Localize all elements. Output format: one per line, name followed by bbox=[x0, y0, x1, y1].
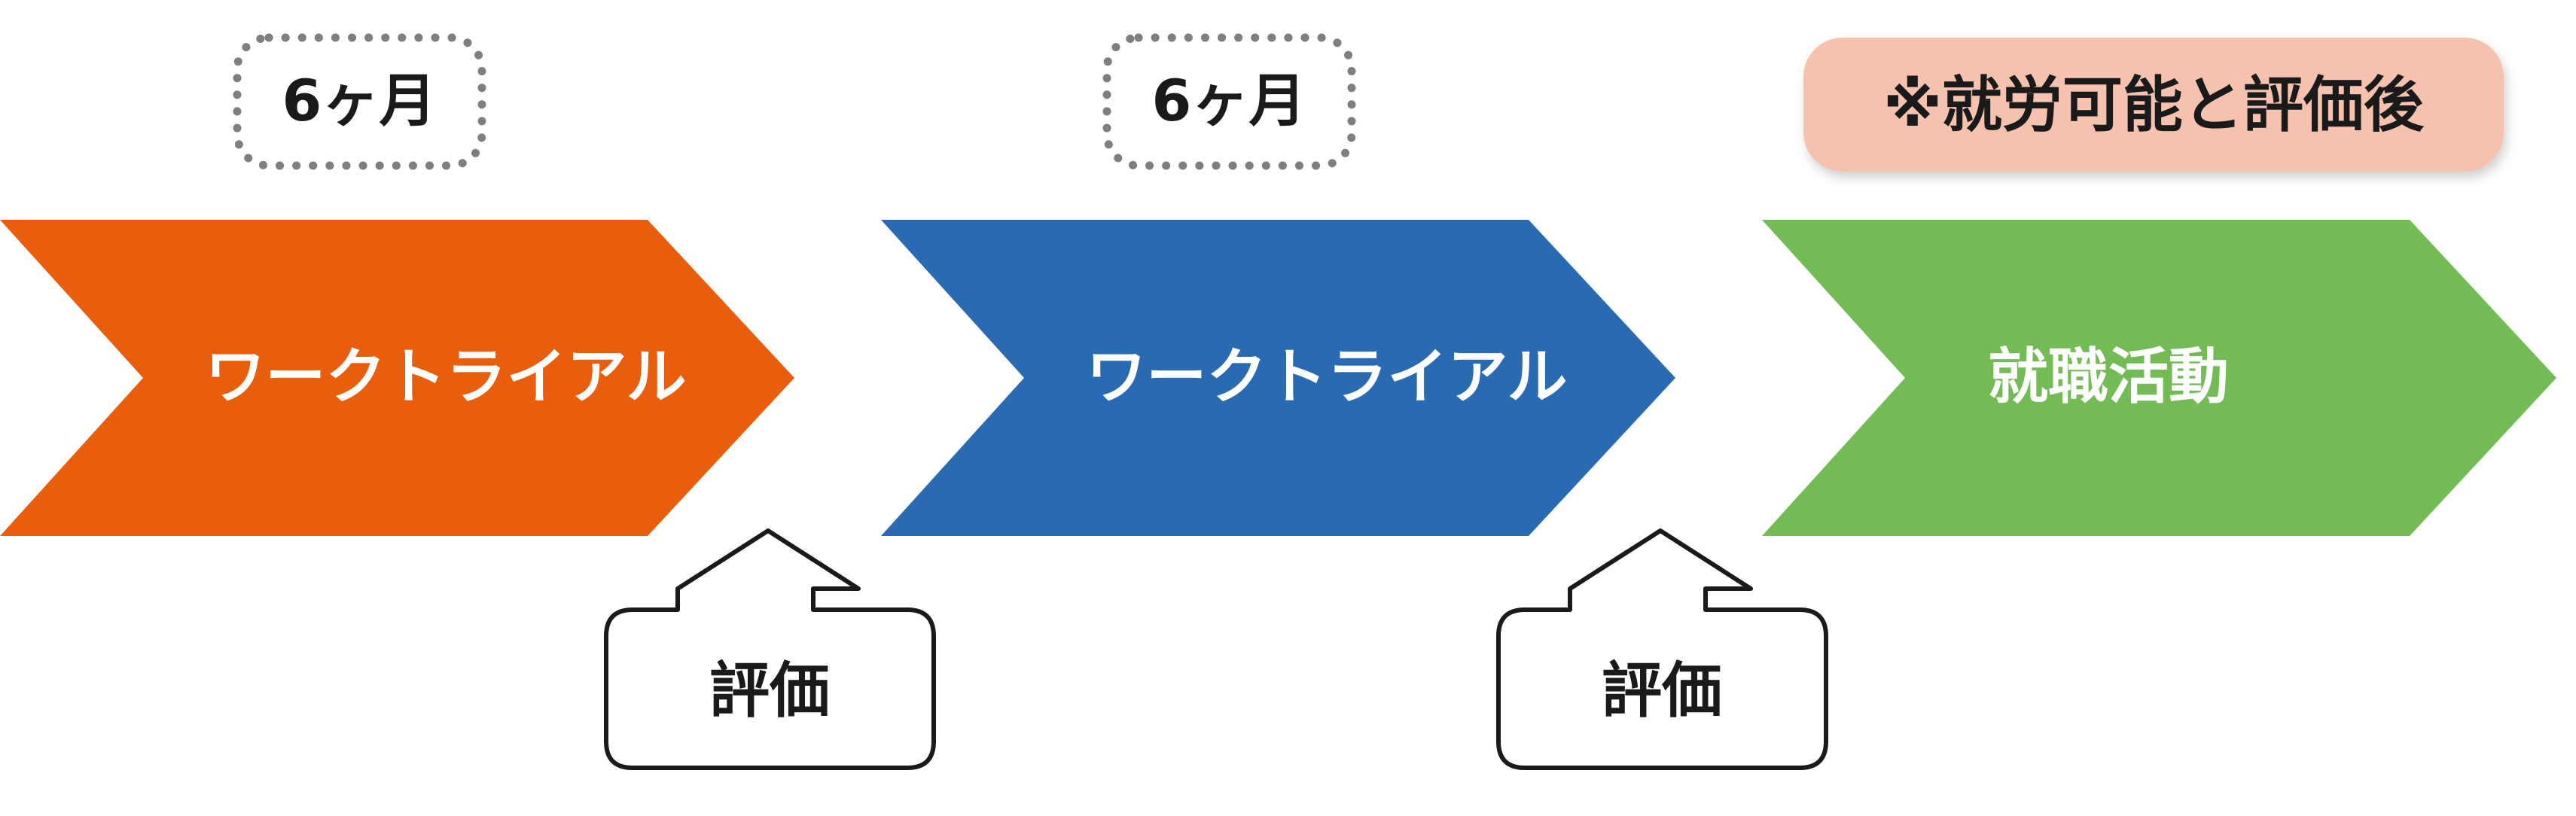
evaluation-callout-2-label: 評価 bbox=[1602, 656, 1722, 726]
step-chevron-2-shape bbox=[881, 220, 1675, 536]
evaluation-callout-2: 評価 bbox=[1496, 528, 1828, 770]
evaluation-callout-1-frame bbox=[604, 528, 936, 770]
duration-badge-2: 6ヶ月 bbox=[1102, 33, 1356, 170]
evaluation-callout-2-frame bbox=[1496, 528, 1828, 770]
duration-badge-2-label: 6ヶ月 bbox=[1152, 67, 1306, 134]
step-chevron-1-label: ワークトライアル bbox=[205, 342, 686, 412]
step-chevron-2: ワークトライアル bbox=[881, 220, 1675, 536]
evaluation-callout-1: 評価 bbox=[604, 528, 936, 770]
step-chevron-3-shape bbox=[1762, 220, 2556, 536]
step-chevron-3: 就職活動 bbox=[1762, 220, 2556, 536]
note-badge-box bbox=[1803, 38, 2504, 172]
duration-badge-1: 6ヶ月 bbox=[233, 33, 486, 170]
duration-badge-1-frame bbox=[233, 33, 486, 170]
duration-badge-2-frame bbox=[1102, 33, 1356, 170]
note-badge: ※就労可能と評価後 bbox=[1803, 38, 2504, 172]
step-chevron-1-shape bbox=[0, 220, 794, 536]
step-chevron-1: ワークトライアル bbox=[0, 220, 794, 536]
evaluation-callout-1-label: 評価 bbox=[709, 656, 830, 726]
step-chevron-3-label: 就職活動 bbox=[1988, 342, 2229, 412]
step-chevron-2-label: ワークトライアル bbox=[1086, 342, 1567, 412]
note-badge-label: ※就労可能と評価後 bbox=[1883, 70, 2425, 140]
duration-badge-1-label: 6ヶ月 bbox=[282, 67, 437, 134]
